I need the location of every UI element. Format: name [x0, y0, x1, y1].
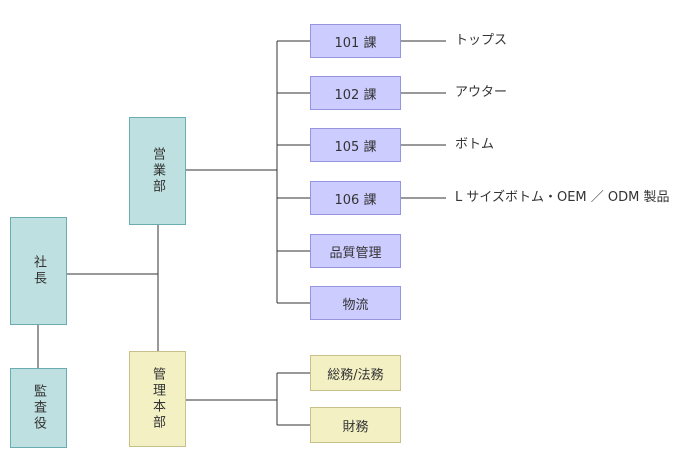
node-auditor: 監査役 [10, 368, 67, 448]
node-section-general-affairs-label: 総務/法務 [327, 367, 384, 383]
node-section-105: 105 課 [310, 128, 401, 162]
node-admin-dept: 管理本部 [129, 351, 186, 447]
desc-105: ボトム [455, 137, 495, 152]
node-section-102: 102 課 [310, 76, 401, 110]
node-sales-dept: 営業部 [129, 117, 186, 225]
node-sales-dept-label: 営業部 [150, 147, 165, 195]
node-section-quality: 品質管理 [310, 234, 401, 268]
node-section-105-label: 105 課 [334, 139, 377, 155]
desc-101: トップス [455, 33, 508, 48]
node-admin-dept-label: 管理本部 [150, 367, 165, 431]
node-section-finance-label: 財務 [342, 419, 369, 435]
node-section-finance: 財務 [310, 407, 401, 443]
node-section-logistics: 物流 [310, 286, 401, 320]
desc-106: L サイズボトム・OEM ／ ODM 製品 [455, 190, 670, 205]
node-section-general-affairs: 総務/法務 [310, 355, 401, 391]
node-section-106: 106 課 [310, 181, 401, 215]
node-section-106-label: 106 課 [334, 192, 377, 208]
node-president: 社長 [10, 217, 67, 325]
node-president-label: 社長 [31, 255, 46, 287]
node-section-logistics-label: 物流 [342, 297, 369, 313]
node-section-101-label: 101 課 [334, 35, 377, 51]
node-section-101: 101 課 [310, 24, 401, 58]
desc-102: アウター [455, 85, 508, 100]
node-section-quality-label: 品質管理 [329, 245, 382, 261]
node-auditor-label: 監査役 [31, 384, 46, 432]
node-section-102-label: 102 課 [334, 87, 377, 103]
